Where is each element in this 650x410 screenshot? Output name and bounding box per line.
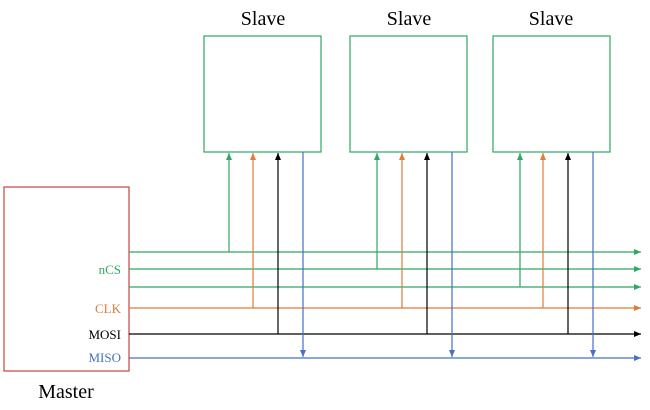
slave-3-title: Slave: [529, 8, 574, 30]
slave-3-box: [492, 35, 611, 153]
slave-2-box: [349, 35, 468, 153]
signal-label-mosi: MOSI: [88, 327, 121, 342]
slave-1-box: [203, 35, 322, 153]
signal-label-miso: MISO: [88, 350, 121, 365]
master-box: [3, 186, 130, 372]
slave-1-title: Slave: [241, 8, 286, 30]
signal-label-ncs: nCS: [99, 262, 121, 277]
slave-2-title: Slave: [387, 8, 432, 30]
signal-label-clk: CLK: [95, 301, 122, 316]
master-title: Master: [38, 381, 94, 403]
